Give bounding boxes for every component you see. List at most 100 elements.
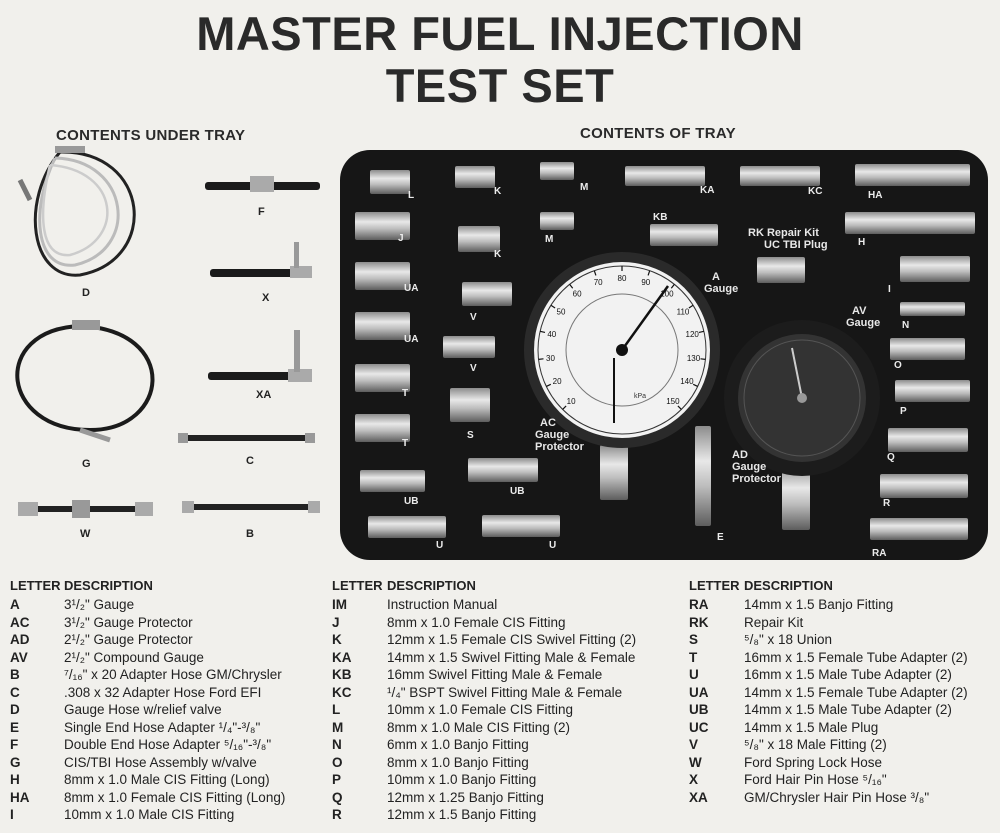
- gauge-a-tick-label: 110: [677, 308, 690, 317]
- legend-letter: A: [10, 597, 20, 612]
- legend-description: 14mm x 1.5 Banjo Fitting: [744, 597, 894, 612]
- fitting-k-2: [458, 226, 500, 252]
- legend-letter: K: [332, 632, 342, 647]
- gauge-a-tick-label: 20: [553, 377, 562, 386]
- gauge-a-tick-mark: [538, 358, 544, 360]
- tray-label-j: J: [398, 233, 404, 244]
- legend-description: Single End Hose Adapter ¹/₄"-³/₈": [64, 719, 261, 735]
- fitting-u-1: [368, 516, 446, 538]
- legend-letter: S: [689, 632, 699, 647]
- tray-label-ha: HA: [868, 190, 883, 201]
- legend-letter: RK: [689, 614, 709, 630]
- tray-label-ka: KA: [700, 185, 715, 196]
- legend-description: 8mm x 1.0 Female CIS Fitting: [387, 614, 566, 630]
- legend-description: 10mm x 1.0 Banjo Fitting: [387, 772, 537, 787]
- gauge-a-tick-mark: [546, 383, 552, 387]
- tray-label-ub-1: UB: [404, 496, 419, 507]
- legend-letter: UC: [689, 719, 709, 735]
- legend-description: 16mm x 1.5 Male Tube Adapter (2): [744, 667, 952, 682]
- callout-ac-word2: Protector: [535, 441, 584, 453]
- under-tray-label-b: B: [246, 528, 254, 540]
- fitting-n: [900, 302, 965, 316]
- legend-description: 16mm x 1.5 Female Tube Adapter (2): [744, 649, 968, 665]
- tray-label-h: H: [858, 237, 866, 248]
- tray-label-u-2: U: [549, 540, 557, 551]
- legend-description: Repair Kit: [744, 614, 804, 630]
- tray-label-s: S: [467, 430, 474, 441]
- legend-letter: AD: [10, 632, 30, 647]
- gauge-a-tick-mark: [539, 330, 546, 333]
- tray-label-i: I: [888, 284, 891, 295]
- tray-label-kb: KB: [653, 212, 668, 223]
- gauge-a-tick-label: 10: [567, 397, 576, 406]
- fitting-j: [355, 212, 410, 240]
- gauge-a-tick-mark: [698, 330, 705, 333]
- legend-description: 12mm x 1.5 Banjo Fitting: [387, 807, 537, 822]
- legend-description: 12mm x 1.5 Female CIS Swivel Fitting (2): [387, 632, 637, 647]
- under-tray-label-c: C: [246, 455, 254, 467]
- page-title-line-1: MASTER FUEL INJECTION: [196, 7, 804, 60]
- gauge-a-tick-label: 30: [546, 354, 555, 363]
- fitting-h: [845, 212, 975, 234]
- callout-ac-word1: Gauge: [535, 429, 570, 441]
- tray-label-r: R: [883, 498, 891, 509]
- legend-description: GM/Chrysler Hair Pin Hose ³/₈": [744, 789, 930, 805]
- legend-description: 10mm x 1.0 Male CIS Fitting: [64, 807, 235, 822]
- fitting-ka: [625, 166, 705, 186]
- gauge-a-tick-mark: [677, 405, 682, 410]
- callout-ac-letter: AC: [540, 417, 556, 429]
- legend-letter: X: [689, 772, 699, 787]
- fitting-r: [880, 474, 968, 498]
- under-tray-heading: CONTENTS UNDER TRAY: [56, 127, 246, 144]
- tray-label-e: E: [717, 532, 724, 543]
- legend-description: 8mm x 1.0 Male CIS Fitting (2): [387, 719, 571, 735]
- legend-description: Gauge Hose w/relief valve: [64, 702, 222, 717]
- under-tray-label-d: D: [82, 287, 90, 299]
- tray-label-q: Q: [887, 452, 895, 463]
- tray-label-k-1: K: [494, 186, 502, 197]
- legend-letter: IM: [332, 597, 347, 612]
- legend-letter: AC: [10, 614, 30, 630]
- legend-col3-desc-header: DESCRIPTION: [744, 578, 833, 593]
- tray-label-t-2: T: [402, 438, 409, 449]
- fitting-v-2: [443, 336, 495, 358]
- fitting-o: [890, 338, 965, 360]
- legend-letter: RA: [689, 597, 709, 612]
- tray-label-o: O: [894, 360, 902, 371]
- gauge-a-tick-label: 90: [641, 278, 650, 287]
- legend-description: 12mm x 1.25 Banjo Fitting: [387, 789, 544, 805]
- legend-letter: UA: [689, 684, 709, 700]
- tray-label-v-2: V: [470, 363, 477, 374]
- gauge-a-tick-mark: [700, 358, 706, 360]
- gauge-a-tick-mark: [550, 304, 556, 309]
- legend-description: 14mm x 1.5 Swivel Fitting Male & Female: [387, 649, 636, 665]
- legend-letter: KB: [332, 667, 352, 682]
- under-tray-label-g: G: [82, 458, 91, 470]
- legend-letter: N: [332, 737, 342, 752]
- legend-letter: Q: [332, 789, 343, 805]
- fitting-kc: [740, 166, 820, 186]
- fitting-rk-uc: [757, 257, 805, 283]
- legend-description: Ford Hair Pin Hose ⁵/₁₆": [744, 772, 887, 787]
- legend-description: 6mm x 1.0 Banjo Fitting: [387, 737, 529, 752]
- gauge-a-tick-mark: [647, 270, 651, 276]
- tray-label-ra: RA: [872, 548, 887, 559]
- legend-letter: O: [332, 754, 343, 770]
- fitting-m-2: [540, 212, 574, 230]
- callout-uc: UC TBI Plug: [764, 239, 828, 251]
- legend-letter: W: [689, 754, 702, 770]
- legend-letter: L: [332, 702, 341, 717]
- tray-label-m-1: M: [580, 182, 589, 193]
- legend-col1-desc-header: DESCRIPTION: [64, 578, 153, 593]
- gauge-a-tick-label: 120: [686, 330, 700, 339]
- fitting-ub-1: [360, 470, 425, 492]
- legend-col1-letter-header: LETTER: [10, 578, 61, 593]
- callout-a-letter: A: [712, 271, 720, 283]
- legend-letter: P: [332, 772, 342, 787]
- legend-description: Instruction Manual: [387, 597, 498, 612]
- legend-description: 14mm x 1.5 Male Plug: [744, 719, 879, 735]
- fitting-kb: [650, 224, 718, 246]
- legend-letter: M: [332, 719, 344, 735]
